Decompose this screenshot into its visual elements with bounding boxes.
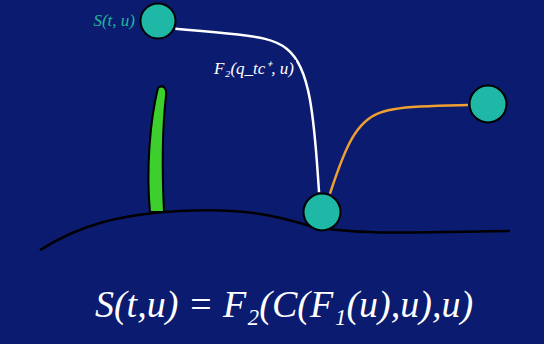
- green-stalk: [148, 86, 166, 212]
- start-ball: S(t, u): [139, 2, 177, 40]
- ball-label: S(t, u): [93, 12, 135, 31]
- formula-text: S(t,u) = F₂(C(F₁(u),u),u): [95, 284, 473, 326]
- end-ball: [468, 84, 508, 124]
- ball-circle: [139, 2, 177, 40]
- ball-shape: [470, 86, 507, 123]
- ball-shape: [141, 4, 176, 39]
- ball-circle: [302, 192, 342, 232]
- trajectory-curve: [330, 105, 468, 194]
- edge-label: F₂(q_tc⁺, u): [212, 60, 296, 79]
- ball-shape: [304, 194, 341, 231]
- bounce-ball: [302, 192, 342, 232]
- ground-line: [40, 210, 510, 250]
- trajectory-curve: [175, 29, 319, 192]
- ball-circle: [468, 84, 508, 124]
